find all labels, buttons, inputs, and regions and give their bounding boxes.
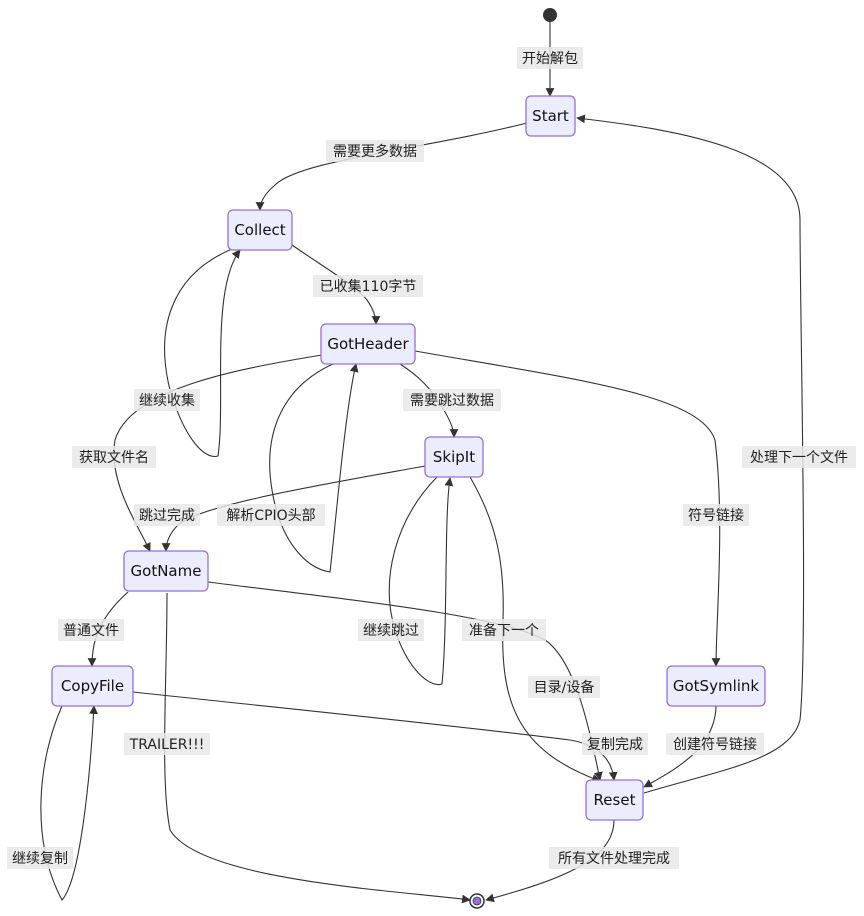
state-start: Start	[525, 95, 576, 137]
label-gotname-to-reset: 目录/设备	[528, 676, 600, 698]
edge-gotname-to-end	[164, 592, 471, 904]
state-gotheader: GotHeader	[320, 323, 416, 365]
svg-text:继续跳过: 继续跳过	[363, 622, 419, 639]
edge-reset-to-start	[576, 114, 805, 794]
edge-gotheader-to-gotsymlink	[414, 350, 721, 667]
svg-text:TRAILER!!!: TRAILER!!!	[129, 737, 205, 753]
label-gotname-to-end: TRAILER!!!	[124, 733, 210, 755]
edge-collect-to-gotheader	[291, 244, 381, 325]
edge-skipit-loop	[388, 476, 454, 686]
svg-text:目录/设备: 目录/设备	[534, 679, 595, 696]
edge-start-to-collect	[255, 122, 528, 211]
label-gotname-to-copyfile: 普通文件	[58, 619, 124, 641]
edge-copyfile-loop	[40, 705, 98, 901]
state-copyfile: CopyFile	[51, 665, 134, 707]
state-collect: Collect	[227, 209, 293, 251]
svg-text:Start: Start	[532, 107, 569, 125]
svg-text:SkipIt: SkipIt	[433, 448, 475, 466]
state-gotsymlink: GotSymlink	[666, 665, 766, 707]
svg-text:解析CPIO头部: 解析CPIO头部	[226, 508, 315, 524]
label-skipit-to-reset: 准备下一个	[462, 619, 546, 641]
label-gotheader-to-gotsymlink: 符号链接	[683, 504, 749, 526]
label-copyfile-to-reset: 复制完成	[582, 733, 648, 755]
svg-text:创建符号链接: 创建符号链接	[673, 736, 757, 753]
state-gotname: GotName	[123, 550, 209, 592]
final-state	[469, 893, 485, 909]
svg-text:Reset: Reset	[594, 791, 636, 809]
state-skipit: SkipIt	[424, 436, 484, 478]
edge-gotheader-to-skipit	[399, 363, 459, 438]
edge-gotheader-to-gotname	[113, 354, 323, 552]
label-gotheader-to-skipit: 需要跳过数据	[403, 389, 501, 411]
svg-text:CopyFile: CopyFile	[61, 677, 124, 695]
svg-text:GotName: GotName	[131, 562, 202, 580]
label-start-to-collect: 需要更多数据	[326, 140, 424, 162]
label-skipit-to-gotname: 跳过完成	[134, 504, 200, 526]
svg-text:所有文件处理完成: 所有文件处理完成	[558, 851, 670, 867]
initial-state	[543, 8, 557, 22]
edge-skipit-to-gotname	[161, 465, 426, 552]
label-gotheader-loop: 解析CPIO头部	[217, 504, 325, 526]
svg-text:需要更多数据: 需要更多数据	[333, 143, 417, 160]
svg-text:继续复制: 继续复制	[12, 850, 68, 867]
label-reset-to-start: 处理下一个文件	[742, 446, 856, 468]
label-gotheader-to-gotname: 获取文件名	[72, 446, 156, 468]
svg-text:需要跳过数据: 需要跳过数据	[410, 393, 494, 409]
label-init-to-start: 开始解包	[517, 47, 583, 69]
svg-text:普通文件: 普通文件	[63, 623, 119, 639]
svg-text:处理下一个文件: 处理下一个文件	[750, 450, 848, 466]
svg-text:Collect: Collect	[234, 221, 285, 239]
svg-text:GotHeader: GotHeader	[327, 335, 409, 353]
edge-labels: 开始解包 需要更多数据 已收集110字节 继续收集 需要跳过数据 获取文件名 处…	[7, 47, 856, 869]
edge-gotheader-loop	[269, 362, 359, 573]
label-copyfile-loop: 继续复制	[7, 847, 73, 869]
svg-text:获取文件名: 获取文件名	[79, 450, 149, 466]
svg-text:复制完成: 复制完成	[587, 736, 643, 753]
label-skipit-loop: 继续跳过	[358, 619, 424, 641]
svg-text:符号链接: 符号链接	[688, 507, 744, 524]
state-reset: Reset	[585, 779, 644, 821]
svg-text:准备下一个: 准备下一个	[469, 622, 539, 639]
edge-collect-loop	[164, 248, 241, 458]
label-collect-loop: 继续收集	[134, 389, 200, 411]
label-collect-to-gotheader: 已收集110字节	[313, 275, 423, 297]
svg-text:已收集110字节: 已收集110字节	[320, 278, 417, 295]
svg-text:开始解包: 开始解包	[522, 51, 578, 67]
svg-text:跳过完成: 跳过完成	[139, 508, 195, 524]
edge-gotname-to-copyfile	[87, 591, 129, 667]
label-reset-to-end: 所有文件处理完成	[549, 847, 679, 869]
svg-text:GotSymlink: GotSymlink	[673, 677, 760, 695]
label-gotsymlink-to-reset: 创建符号链接	[666, 733, 764, 755]
svg-text:继续收集: 继续收集	[139, 392, 195, 409]
